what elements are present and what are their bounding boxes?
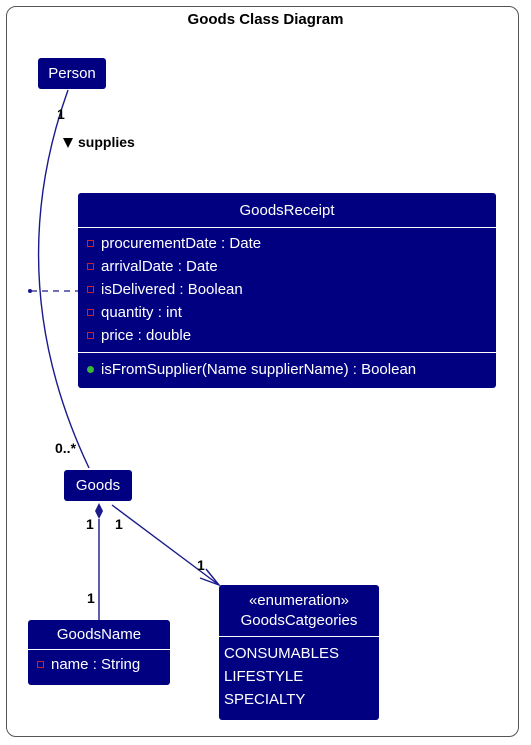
class-goods-categories[interactable]: «enumeration» GoodsCatgeories CONSUMABLE… [219,585,379,720]
private-visibility-icon [87,263,94,270]
class-goods-receipt-divider [78,352,496,353]
supplies-association-label: supplies [63,134,135,150]
multiplicity-goods-composition: 1 [86,516,94,532]
private-visibility-icon [87,332,94,339]
enum-value: CONSUMABLES [224,645,340,662]
supplies-association-line [37,89,90,469]
multiplicity-goods-name: 1 [87,590,95,606]
private-visibility-icon [87,309,94,316]
enum-value: LIFESTYLE [224,668,304,685]
class-goods-categories-divider [219,636,379,637]
attribute-text: name : String [51,656,141,673]
enum-values: CONSUMABLES LIFESTYLE SPECIALTY [219,637,379,711]
class-person[interactable]: Person [38,58,106,89]
enum-stereotype: «enumeration» [248,592,350,609]
private-visibility-icon [87,286,94,293]
attribute-text: procurementDate : Date [101,235,262,252]
multiplicity-goods-category-source: 1 [115,516,123,532]
class-goods-receipt-attributes: procurementDate : Date arrivalDate : Dat… [78,228,496,352]
diagram-frame [6,6,519,737]
class-person-name: Person [48,65,96,82]
method-row: isFromSupplier(Name supplierName) : Bool… [78,358,496,381]
composition-diamond [95,503,103,519]
class-goods-name-divider [28,649,170,650]
attribute-text: quantity : int [101,304,182,321]
attribute-text: arrivalDate : Date [101,258,218,275]
public-visibility-icon [87,366,94,373]
enum-name: GoodsCatgeories [240,612,358,629]
attribute-row: price : double [78,324,496,347]
class-goods-receipt-divider [78,227,496,228]
private-visibility-icon [87,240,94,247]
class-goods[interactable]: Goods [64,470,132,501]
class-goods-receipt[interactable]: GoodsReceipt procurementDate : Date arri… [78,193,496,388]
attribute-row: isDelivered : Boolean [78,278,496,301]
supplies-label-text: supplies [78,134,135,150]
attribute-row: procurementDate : Date [78,232,496,255]
enum-value: SPECIALTY [224,691,306,708]
diagram-title: Goods Class Diagram [187,11,344,28]
attribute-row: arrivalDate : Date [78,255,496,278]
class-goods-receipt-name: GoodsReceipt [239,202,335,219]
multiplicity-goods-supplies: 0..* [55,440,77,456]
class-goods-name[interactable]: GoodsName name : String [28,620,170,685]
attribute-text: isDelivered : Boolean [101,281,243,298]
category-association-line [111,504,220,586]
private-visibility-icon [37,661,44,668]
class-goods-name-attributes: name : String [28,650,170,679]
method-text: isFromSupplier(Name supplierName) : Bool… [101,361,417,378]
class-goods-name-title: GoodsName [56,626,142,643]
multiplicity-person: 1 [57,106,65,122]
multiplicity-goods-category-target: 1 [197,557,205,573]
direction-triangle-icon [63,138,73,148]
class-goods-receipt-methods: isFromSupplier(Name supplierName) : Bool… [78,353,496,386]
association-junction [28,289,32,293]
attribute-text: price : double [101,327,192,344]
attribute-row: quantity : int [78,301,496,324]
class-goods-name: Goods [75,477,121,494]
attribute-row: name : String [28,653,170,676]
